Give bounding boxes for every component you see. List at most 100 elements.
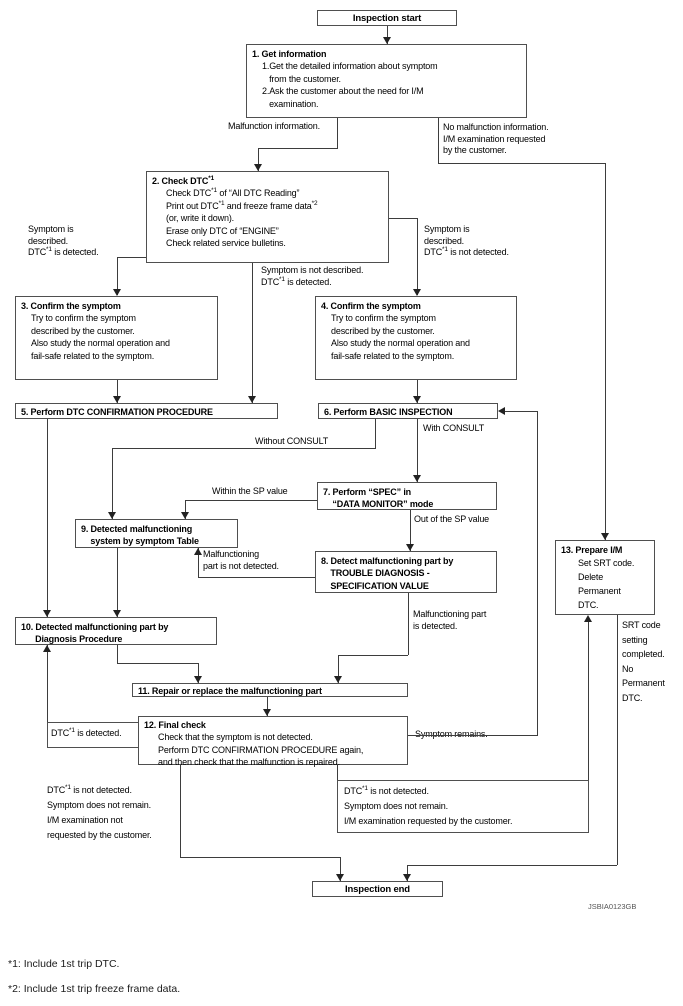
connector-segment bbox=[47, 645, 48, 722]
connector-segment bbox=[258, 148, 259, 171]
connector-segment bbox=[117, 257, 146, 258]
arrowhead bbox=[383, 37, 391, 44]
arrowhead bbox=[263, 709, 271, 716]
arrowhead bbox=[113, 396, 121, 403]
arrowhead bbox=[113, 289, 121, 296]
label-within-sp-value: Within the SP value bbox=[212, 486, 288, 496]
connector-segment bbox=[47, 419, 48, 617]
connector-segment bbox=[185, 500, 317, 501]
connector-segment bbox=[117, 380, 118, 403]
connector-segment bbox=[338, 655, 339, 683]
label-dtc-detected: DTC*1 is detected. bbox=[51, 727, 122, 738]
box-body: Check DTC*1 of “All DTC Reading” Print o… bbox=[166, 187, 318, 249]
connector-segment bbox=[117, 257, 118, 295]
connector-segment bbox=[198, 577, 315, 578]
connector-segment bbox=[117, 663, 198, 664]
box-7-perform-spec-data-monitor: 7. Perform “SPEC” in “DATA MONITOR” mode bbox=[317, 482, 497, 510]
box-title: 13. Prepare I/M bbox=[561, 545, 623, 555]
figure-code: JSBIA0123GB bbox=[588, 902, 637, 911]
box-9-detected-system-by-symptom-table: 9. Detected malfunctioning system by sym… bbox=[75, 519, 238, 548]
box-title: 11. Repair or replace the malfunctioning… bbox=[138, 686, 322, 696]
arrowhead bbox=[413, 289, 421, 296]
box-body: Try to confirm the symptom described by … bbox=[331, 313, 470, 361]
arrowhead bbox=[43, 645, 51, 652]
label-srt-code-setting-completed: SRT code setting completed. No Permanent… bbox=[622, 620, 665, 703]
connector-segment bbox=[337, 118, 338, 148]
connector-segment bbox=[340, 857, 341, 881]
box-body: Check that the symptom is not detected. … bbox=[158, 732, 364, 768]
arrowhead bbox=[336, 874, 344, 881]
box-title: 9. Detected malfunctioning system by sym… bbox=[81, 524, 199, 547]
connector-segment bbox=[408, 593, 409, 655]
label-no-malfunction-information: No malfunction information. I/M examinat… bbox=[443, 122, 549, 155]
label-frame-dtc-detected: DTC*1 is detected. bbox=[47, 722, 139, 748]
connector-segment bbox=[588, 620, 589, 780]
arrowhead bbox=[181, 512, 189, 519]
terminal-inspection-start: Inspection start bbox=[317, 10, 457, 26]
label-malfunctioning-part-not-detected: Malfunctioning part is not detected. bbox=[203, 549, 279, 571]
box-2-check-dtc: 2. Check DTC*1 Check DTC*1 of “All DTC R… bbox=[146, 171, 389, 263]
arrowhead bbox=[113, 610, 121, 617]
label-out-of-sp-value: Out of the SP value bbox=[414, 514, 490, 524]
footnote-2: *2: Include 1st trip freeze frame data. bbox=[8, 983, 181, 995]
label-frame-dtc-not-detected-im-requested: DTC*1 is not detected. Symptom does not … bbox=[337, 780, 589, 833]
box-10-detected-part-by-diagnosis-procedure: 10. Detected malfunctioning part by Diag… bbox=[15, 617, 217, 645]
connector-segment bbox=[252, 263, 253, 403]
connector-segment bbox=[605, 163, 606, 540]
connector-segment bbox=[198, 548, 199, 577]
connector-segment bbox=[407, 865, 617, 866]
arrowhead bbox=[334, 676, 342, 683]
box-1-get-information: 1. Get information 1.Get the detailed in… bbox=[246, 44, 527, 118]
connector-segment bbox=[112, 448, 376, 449]
label-malfunctioning-part-detected: Malfunctioning part is detected. bbox=[413, 609, 487, 631]
label-symptom-remains: Symptom remains. bbox=[415, 729, 488, 739]
box-13-prepare-im: 13. Prepare I/M Set SRT code. Delete Per… bbox=[555, 540, 655, 615]
label-without-consult: Without CONSULT bbox=[255, 436, 329, 446]
connector-segment bbox=[503, 411, 537, 412]
connector-segment bbox=[258, 148, 338, 149]
connector-segment bbox=[438, 118, 439, 163]
label-symptom-not-described-dtc-detected: Symptom is not described. DTC*1 is detec… bbox=[261, 265, 364, 287]
connector-segment bbox=[117, 645, 118, 663]
box-title: 6. Perform BASIC INSPECTION bbox=[324, 407, 453, 417]
arrowhead bbox=[413, 396, 421, 403]
arrowhead bbox=[43, 610, 51, 617]
box-5-dtc-confirmation-procedure: 5. Perform DTC CONFIRMATION PROCEDURE bbox=[15, 403, 278, 419]
box-title: 10. Detected malfunctioning part by Diag… bbox=[21, 622, 169, 645]
box-6-basic-inspection: 6. Perform BASIC INSPECTION bbox=[318, 403, 498, 419]
box-title: 1. Get information bbox=[252, 49, 327, 59]
box-body: Set SRT code. Delete Permanent DTC. bbox=[578, 558, 635, 611]
arrowhead bbox=[498, 407, 505, 415]
connector-segment bbox=[389, 218, 417, 219]
label-dtc-not-detected-im-requested: DTC*1 is not detected. Symptom does not … bbox=[344, 785, 513, 826]
box-12-final-check: 12. Final check Check that the symptom i… bbox=[138, 716, 408, 768]
connector-segment bbox=[112, 448, 113, 519]
label-with-consult: With CONSULT bbox=[423, 423, 485, 433]
label-dtc-not-detected-im-not-requested: DTC*1 is not detected. Symptom does not … bbox=[47, 784, 152, 840]
arrowhead bbox=[194, 676, 202, 683]
connector-segment bbox=[417, 380, 418, 403]
box-body: 1.Get the detailed information about sym… bbox=[262, 61, 438, 109]
connector-segment bbox=[337, 765, 338, 780]
box-title: 8. Detect malfunctioning part by TROUBLE… bbox=[321, 556, 454, 591]
box-body: Try to confirm the symptom described by … bbox=[31, 313, 170, 361]
arrowhead bbox=[413, 475, 421, 482]
box-8-detect-by-specification-value: 8. Detect malfunctioning part by TROUBLE… bbox=[315, 551, 497, 593]
terminal-inspection-end: Inspection end bbox=[312, 881, 443, 897]
box-title: 5. Perform DTC CONFIRMATION PROCEDURE bbox=[21, 407, 213, 417]
connector-segment bbox=[407, 865, 408, 881]
connector-segment bbox=[617, 615, 618, 865]
arrowhead bbox=[584, 615, 592, 622]
box-4-confirm-symptom: 4. Confirm the symptom Try to confirm th… bbox=[315, 296, 517, 380]
box-title: 2. Check DTC*1 bbox=[152, 175, 215, 186]
box-title: 4. Confirm the symptom bbox=[321, 301, 421, 311]
connector-segment bbox=[417, 218, 418, 295]
connector-segment bbox=[180, 765, 181, 857]
box-3-confirm-symptom: 3. Confirm the symptom Try to confirm th… bbox=[15, 296, 218, 380]
arrowhead bbox=[254, 164, 262, 171]
connector-segment bbox=[180, 857, 340, 858]
connector-segment bbox=[417, 419, 418, 482]
box-11-repair-or-replace: 11. Repair or replace the malfunctioning… bbox=[132, 683, 408, 697]
arrowhead bbox=[601, 533, 609, 540]
connector-segment bbox=[375, 419, 376, 448]
